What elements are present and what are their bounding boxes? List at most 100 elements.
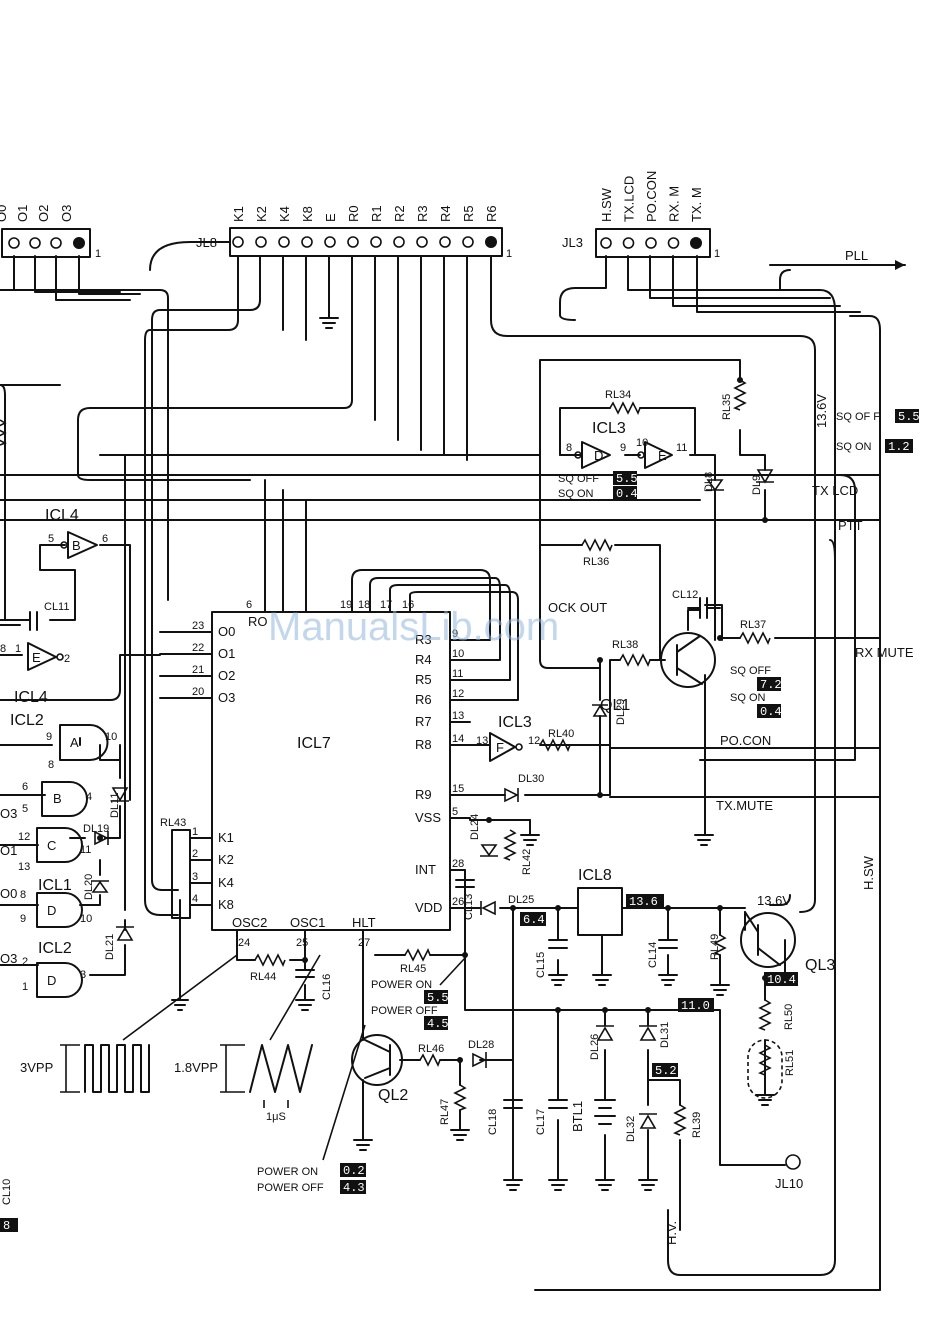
jl8-pin	[278, 236, 290, 248]
icl7-pin-label: K1	[218, 830, 234, 845]
jl3-pin	[667, 237, 680, 249]
voltage-badge	[757, 704, 781, 718]
diode-label: DL29	[615, 699, 627, 725]
gate-icl4-e: E	[32, 650, 41, 665]
voltage-badges: 5.51.25.50.47.20.46.413.610.411.05.54.55…	[0, 409, 920, 1233]
voltage-value: 6.4	[523, 913, 545, 927]
resistor-label: RL40	[548, 728, 574, 740]
gate-icl2-c: C	[47, 838, 56, 853]
icl7-pin-label: O1	[218, 646, 235, 661]
icl7-pin-num: 1	[192, 826, 198, 838]
icl7-pin-label: R3	[415, 632, 432, 647]
resistor-label: RL37	[740, 619, 766, 631]
icl7-pin-num: 11	[452, 668, 463, 680]
svg-text:8: 8	[48, 759, 54, 771]
jl3-pin-label: H.SW	[599, 187, 614, 222]
jl8-pin-label: K2	[254, 206, 269, 222]
jl3-pin	[645, 237, 657, 249]
jl8-pin	[393, 236, 405, 248]
voltage-value: 13.6	[629, 895, 658, 909]
svg-text:8: 8	[0, 643, 6, 655]
diode-label: DL30	[518, 773, 544, 785]
label-sq-on-q: SQ ON	[730, 692, 766, 704]
resistor-label: RL42	[521, 849, 533, 875]
gate-pin-numbers: 8 9 10 11 5 6 8 1 2 9 10 8 6 5 4 12 13 1…	[0, 437, 687, 993]
voltage-value: 10.4	[767, 973, 796, 987]
svg-text:10: 10	[105, 731, 117, 743]
resistor-label: RL49	[709, 934, 721, 960]
icl7-pin-label: VDD	[415, 900, 442, 915]
icl7-pin-num: 27	[358, 937, 370, 949]
icl7-pin-num: 23	[192, 620, 204, 632]
grounds	[171, 819, 775, 1191]
transistors	[351, 632, 796, 1086]
resistor-label: RL39	[691, 1112, 703, 1138]
resistor-label: RL35	[721, 394, 733, 420]
jl8-pin-label: R6	[484, 205, 499, 222]
icl7-pin-label: O3	[218, 690, 235, 705]
resistor-label: RL45	[400, 963, 426, 975]
wires	[0, 241, 906, 1291]
icl7-pin-label: R9	[415, 787, 432, 802]
label-o1a: O1	[0, 843, 17, 858]
icl7-pin-label: INT	[415, 862, 436, 877]
label-o3a: O3	[0, 806, 17, 821]
gate-icl3-e: E	[658, 448, 667, 463]
gate-icl2-a: A	[70, 735, 79, 750]
resistor-label: RL34	[605, 389, 631, 401]
icl7-pin-label: O2	[218, 668, 235, 683]
gate-icl2-b: B	[53, 791, 62, 806]
jl8-pin	[370, 236, 382, 248]
label-o0a: O0	[0, 886, 17, 901]
pin-label-o3: O3	[59, 205, 74, 222]
label-icl4: ICL4	[45, 507, 79, 524]
icl7-pin-label: K8	[218, 897, 234, 912]
jl3-pin	[622, 237, 635, 249]
jl3-pin	[690, 237, 702, 249]
label-icl1: ICL1	[38, 877, 72, 894]
resistor-label: RL44	[250, 971, 276, 983]
junctions	[97, 377, 768, 1063]
icl7-pin-label: R8	[415, 737, 432, 752]
label-ql2: QL2	[378, 1087, 408, 1104]
label-136v: 13.6V	[814, 394, 829, 428]
svg-text:2: 2	[22, 956, 28, 968]
icl7-pin-label: R5	[415, 672, 432, 687]
label-btl1: BTL1	[570, 1101, 585, 1132]
icl7-pin-num: 15	[452, 783, 464, 795]
capacitor-label: CL18	[487, 1109, 499, 1135]
resistor-label: RL50	[783, 1004, 795, 1030]
voltage-badge	[764, 972, 798, 986]
jl8-pin-label: R2	[392, 205, 407, 222]
icl7-pin-num: 20	[192, 686, 204, 698]
label-ql1: QL1	[600, 697, 630, 714]
svg-text:5: 5	[48, 533, 54, 545]
svg-text:11: 11	[676, 442, 687, 454]
svg-text:3: 3	[80, 969, 86, 981]
icl7-pin-label: HLT	[352, 915, 376, 930]
icl7-pin-num: 25	[296, 937, 308, 949]
voltage-badge	[885, 439, 913, 453]
label-sq-off-l: SQ OFF	[558, 473, 599, 485]
icl7-pin-num: 28	[452, 858, 464, 870]
icl7-pin-label: OSC2	[232, 915, 267, 930]
label-icl4b: ICL4	[14, 689, 48, 706]
capacitor-label: CL12	[672, 589, 698, 601]
svg-text:13: 13	[476, 735, 488, 747]
jl8-pin-label: K8	[300, 206, 315, 222]
icl7-pin-num: 3	[192, 871, 198, 883]
icl7-pin-num: 4	[192, 893, 198, 905]
label-pocon: PO.CON	[720, 733, 771, 748]
label-136v-b: 13.6V	[757, 893, 791, 908]
jl8-pin	[416, 236, 428, 248]
label-o3b: O3	[0, 951, 17, 966]
capacitor-label: CL16	[321, 974, 333, 1000]
voltage-value: 7.2	[760, 678, 782, 692]
label-power-off-b: POWER OFF	[257, 1182, 324, 1194]
icl7-pin-num: 26	[452, 896, 464, 908]
svg-text:6: 6	[22, 781, 28, 793]
label-pll: PLL	[845, 248, 868, 263]
icl8-label: ICL8	[578, 867, 612, 884]
resistor-label: RL36	[583, 556, 609, 568]
